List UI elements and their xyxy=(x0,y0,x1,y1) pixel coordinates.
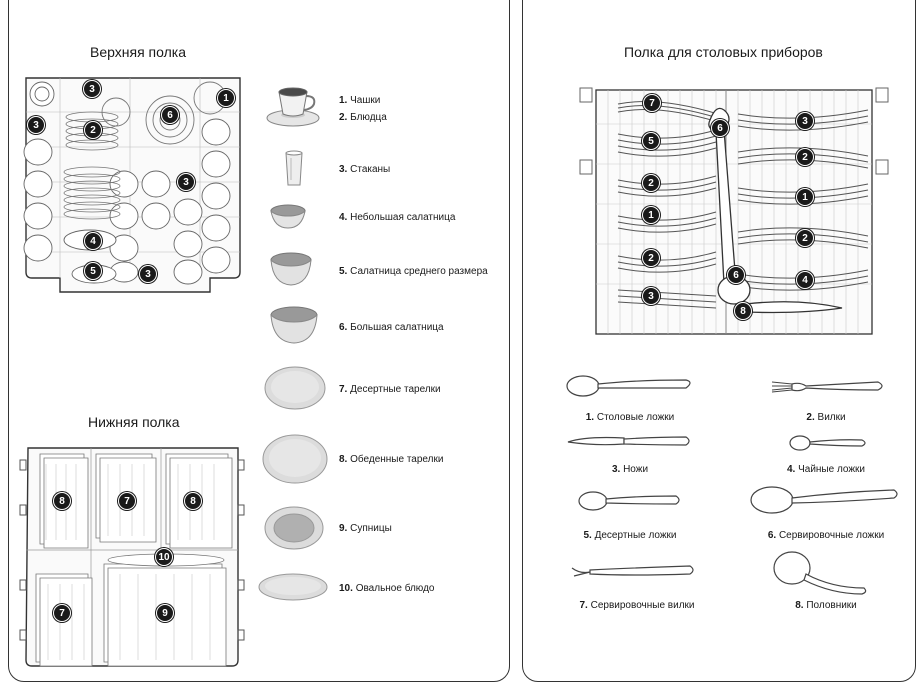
cup-saucer-icon xyxy=(265,84,321,130)
upper-callout: 6 xyxy=(161,106,179,124)
cutlery-caption: 2. Вилки xyxy=(806,412,846,423)
cutlery-callout: 1 xyxy=(642,206,660,224)
oval-platter-icon xyxy=(258,572,328,602)
serving-spoon-icon xyxy=(750,482,900,518)
cutlery-tray-title: Полка для столовых приборов xyxy=(624,44,823,60)
dessert-plate-icon xyxy=(264,366,326,410)
cutlery-callout: 6 xyxy=(727,266,745,284)
cutlery-caption: 4. Чайные ложки xyxy=(786,464,866,475)
upper-callout: 3 xyxy=(177,173,195,191)
cutlery-callout: 2 xyxy=(642,249,660,267)
lower-callout: 7 xyxy=(118,492,136,510)
dish-label: 6. Большая салатница xyxy=(339,322,444,333)
cutlery-callout: 4 xyxy=(796,271,814,289)
dish-label: 2. Блюдца xyxy=(339,112,387,123)
cutlery-caption: 8. Половники xyxy=(795,600,857,611)
teaspoon-icon xyxy=(788,434,868,452)
cutlery-caption: 5. Десертные ложки xyxy=(583,530,677,541)
ladle-icon xyxy=(772,548,868,598)
dish-label: 8. Обеденные тарелки xyxy=(339,454,444,465)
dish-label: 10. Овальное блюдо xyxy=(339,583,435,594)
cutlery-tray-diagram xyxy=(578,84,890,344)
upper-callout: 1 xyxy=(217,89,235,107)
cutlery-callout: 8 xyxy=(734,302,752,320)
dessert-spoon-icon xyxy=(578,488,682,514)
upper-callout: 4 xyxy=(84,232,102,250)
cutlery-caption: 6. Сервировочные ложки xyxy=(767,530,885,541)
glass-icon xyxy=(284,150,304,188)
upper-callout: 3 xyxy=(27,116,45,134)
cutlery-callout: 2 xyxy=(796,229,814,247)
dinner-plate-icon xyxy=(262,434,328,484)
tablespoon-icon xyxy=(566,372,694,400)
small-bowl-icon xyxy=(270,204,306,230)
serving-fork-icon xyxy=(570,560,696,584)
dish-label: 9. Супницы xyxy=(339,523,392,534)
cutlery-callout: 2 xyxy=(796,148,814,166)
cutlery-callout: 1 xyxy=(796,188,814,206)
lower-callout: 8 xyxy=(53,492,71,510)
large-bowl-icon xyxy=(270,306,318,346)
dish-label: 7. Десертные тарелки xyxy=(339,384,441,395)
cutlery-callout: 3 xyxy=(642,287,660,305)
knife-icon xyxy=(566,434,692,450)
cutlery-callout: 6 xyxy=(711,119,729,137)
upper-rack-title: Верхняя полка xyxy=(90,44,186,60)
cutlery-caption: 1. Столовые ложки xyxy=(585,412,675,423)
cutlery-callout: 3 xyxy=(796,112,814,130)
dish-label: 4. Небольшая салатница xyxy=(339,212,456,223)
upper-callout: 5 xyxy=(84,262,102,280)
fork-icon xyxy=(770,378,886,396)
soup-plate-icon xyxy=(264,506,324,550)
cutlery-callout: 7 xyxy=(643,94,661,112)
cutlery-caption: 3. Ножи xyxy=(611,464,649,475)
lower-rack-diagram xyxy=(16,440,248,672)
cutlery-callout: 2 xyxy=(642,174,660,192)
medium-bowl-icon xyxy=(270,252,312,288)
cutlery-callout: 5 xyxy=(642,132,660,150)
lower-rack-title: Нижняя полка xyxy=(88,414,180,430)
lower-callout: 8 xyxy=(184,492,202,510)
dish-label: 3. Стаканы xyxy=(339,164,391,175)
dish-label: 1. Чашки xyxy=(339,95,381,106)
dish-label: 5. Салатница среднего размера xyxy=(339,266,488,277)
upper-callout: 2 xyxy=(84,121,102,139)
lower-callout: 10 xyxy=(155,548,173,566)
lower-callout: 9 xyxy=(156,604,174,622)
cutlery-caption: 7. Сервировочные вилки xyxy=(579,600,695,611)
upper-callout: 3 xyxy=(139,265,157,283)
upper-rack-diagram xyxy=(20,72,246,298)
lower-callout: 7 xyxy=(53,604,71,622)
upper-callout: 3 xyxy=(83,80,101,98)
